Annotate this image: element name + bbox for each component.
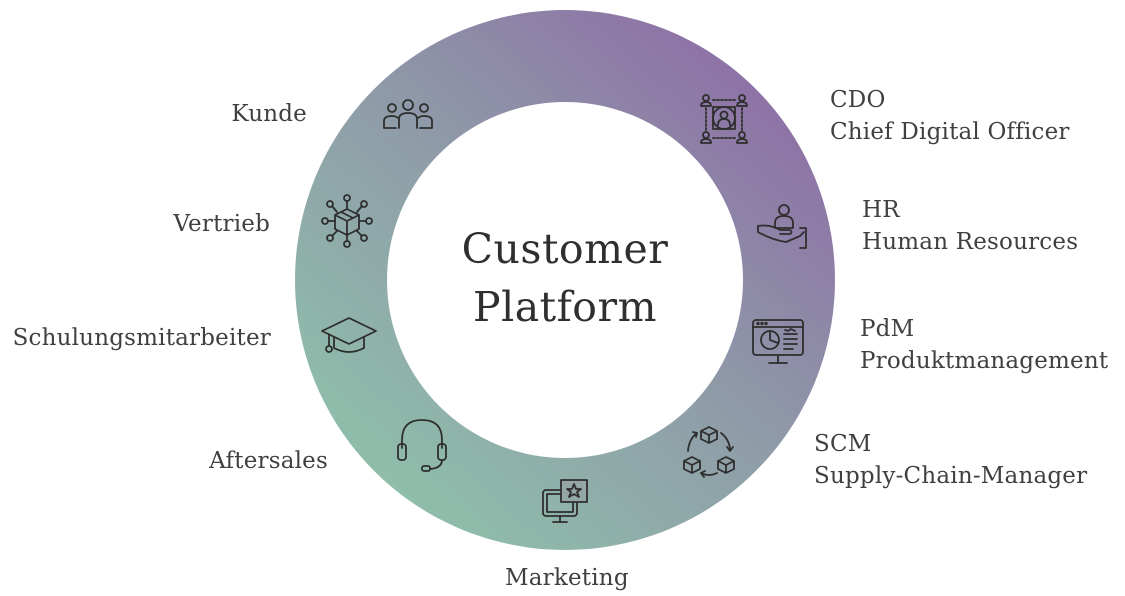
headset-icon	[397, 419, 447, 472]
hand-person-icon	[757, 204, 807, 249]
label-marketing: Marketing	[505, 565, 629, 591]
cubes-cycle-icon	[683, 426, 735, 478]
dashboard-monitor-icon	[752, 319, 804, 364]
label-vertrieb: Vertrieb	[173, 211, 270, 237]
monitor-star-icon	[542, 479, 588, 523]
label-scm-abbr: SCM	[814, 431, 872, 457]
label-hr: HR Human Resources	[862, 194, 1078, 258]
label-hr-abbr: HR	[862, 197, 900, 223]
label-hr-name: Human Resources	[862, 229, 1079, 255]
center-title-line-2: Platform	[473, 283, 657, 331]
center-title: Customer Platform	[462, 220, 669, 336]
people-group-icon	[383, 99, 433, 129]
label-cdo: CDO Chief Digital Officer	[830, 84, 1070, 148]
label-schulungsmitarbeiter: Schulungsmitarbeiter	[12, 325, 271, 351]
label-kunde: Kunde	[231, 101, 307, 127]
label-cdo-name: Chief Digital Officer	[830, 119, 1070, 145]
label-aftersales: Aftersales	[209, 448, 328, 474]
network-box-icon	[321, 194, 373, 248]
center-title-line-1: Customer	[461, 225, 669, 273]
label-cdo-abbr: CDO	[830, 87, 886, 113]
label-scm: SCM Supply-Chain-Manager	[814, 428, 1087, 492]
label-pdm-name: Produktmanagement	[860, 348, 1109, 374]
platform-ring	[294, 10, 835, 550]
digital-network-icon	[700, 94, 748, 144]
label-pdm-abbr: PdM	[860, 316, 915, 342]
graduation-cap-icon	[321, 317, 377, 353]
label-pdm: PdM Produktmanagement	[860, 313, 1108, 377]
label-scm-name: Supply-Chain-Manager	[814, 463, 1088, 489]
